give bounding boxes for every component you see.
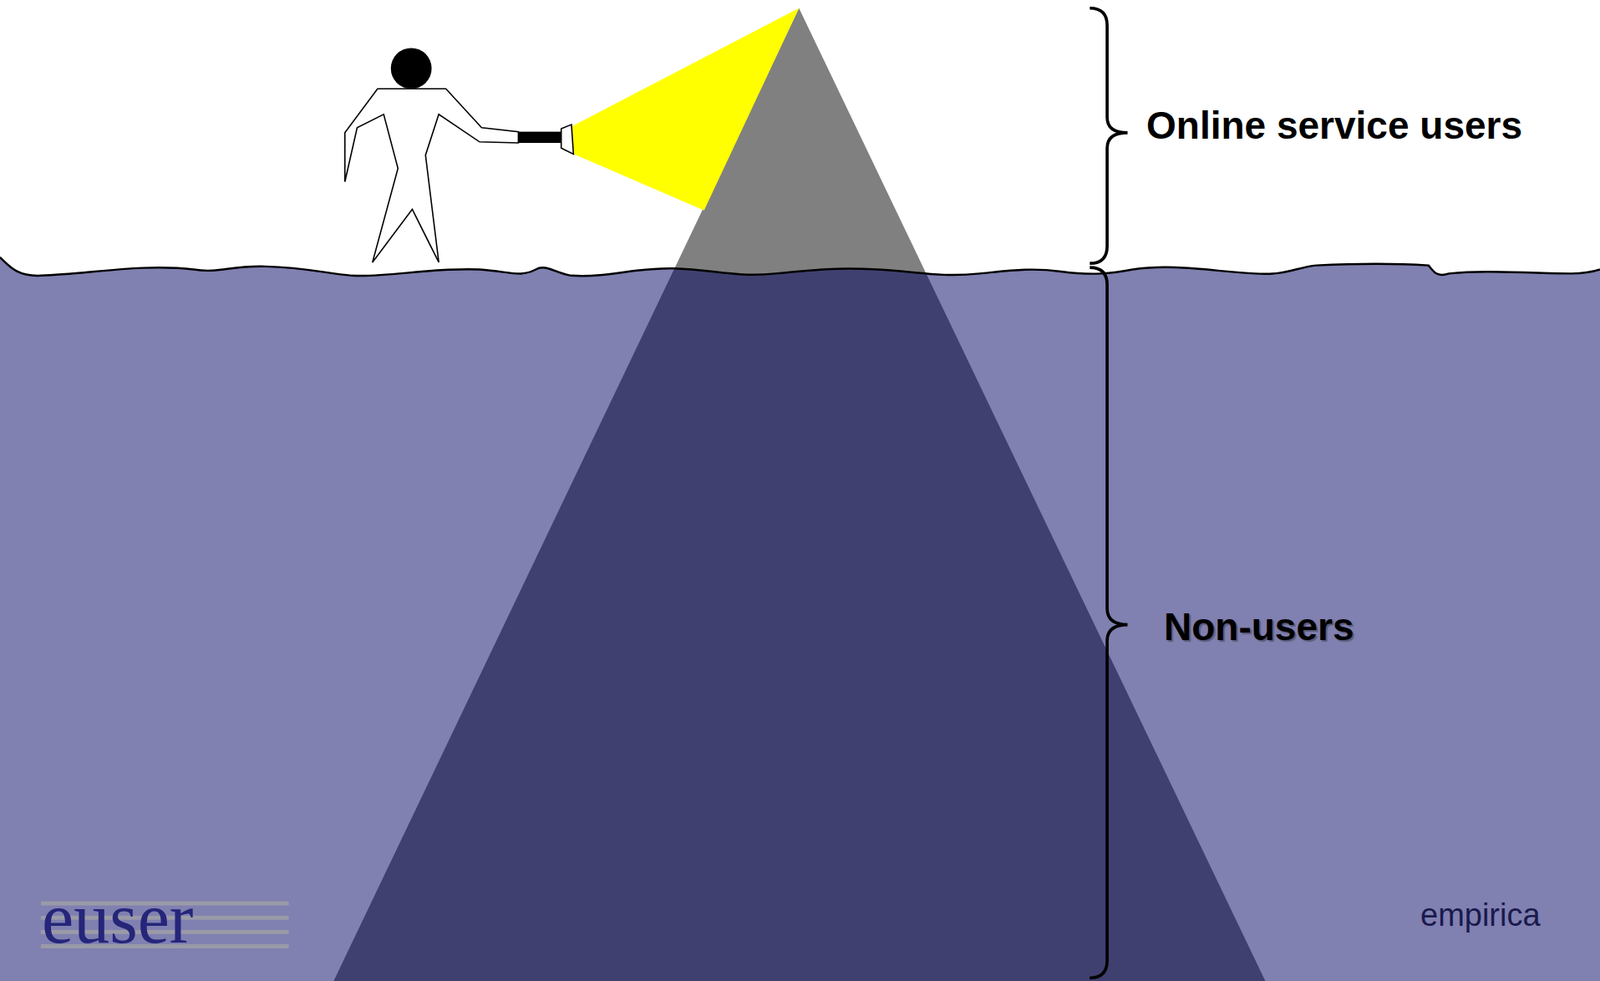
water-line — [0, 257, 1600, 276]
person-figure — [345, 88, 519, 263]
bracket-users — [1089, 8, 1128, 264]
flashlight-head — [561, 124, 574, 154]
flashlight-body — [518, 132, 561, 143]
logo-watermark: euser — [41, 877, 194, 960]
iceberg-submerged — [333, 8, 1265, 981]
group-label: Online service users — [1146, 103, 1523, 148]
bracket-non-users — [1089, 267, 1128, 978]
person-head — [391, 47, 432, 89]
logo-watermark: empirica — [1420, 897, 1541, 935]
flashlight-beam — [571, 8, 799, 211]
group-label: Non-users — [1163, 604, 1354, 650]
